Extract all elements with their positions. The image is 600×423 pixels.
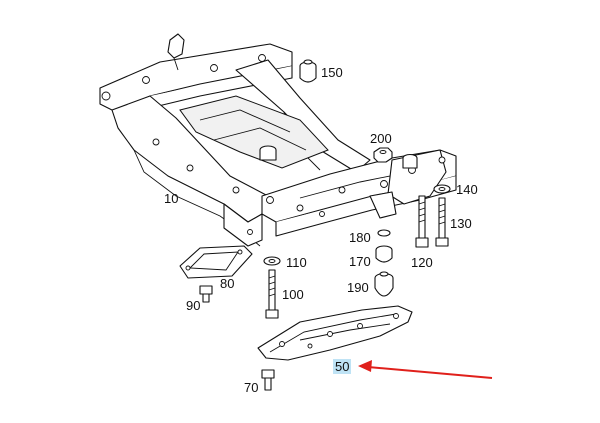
skid-plate-50	[257, 305, 413, 361]
pointer-arrow	[358, 360, 493, 379]
bushing-150	[299, 59, 317, 83]
part-label-100: 100	[282, 287, 304, 302]
part-label-10: 10	[164, 191, 179, 206]
part-label-80: 80	[220, 276, 235, 291]
bushing-190	[374, 271, 394, 297]
bolt-100	[265, 269, 279, 319]
part-label-110: 110	[286, 255, 307, 270]
bolt-70	[261, 369, 275, 391]
part-label-180: 180	[349, 230, 371, 245]
nut-200	[373, 147, 393, 163]
part-label-200: 200	[370, 131, 392, 146]
bolt-90	[199, 285, 213, 303]
washer-180	[377, 229, 391, 237]
gasket-80	[179, 245, 253, 279]
part-label-140: 140	[456, 182, 478, 197]
bushing-170	[375, 245, 393, 263]
washer-140	[433, 184, 451, 194]
part-label-190: 190	[347, 280, 369, 295]
part-label-130: 130	[450, 216, 472, 231]
part-label-50-highlighted[interactable]: 50	[333, 359, 352, 374]
part-label-90: 90	[186, 298, 201, 313]
part-label-170: 170	[349, 254, 371, 269]
subframe-assembly	[99, 33, 457, 247]
part-label-120: 120	[411, 255, 433, 270]
part-label-150: 150	[321, 65, 343, 80]
part-label-70: 70	[244, 380, 259, 395]
bolt-120	[415, 195, 429, 248]
bolt-130	[435, 197, 449, 247]
washer-110	[263, 256, 281, 266]
